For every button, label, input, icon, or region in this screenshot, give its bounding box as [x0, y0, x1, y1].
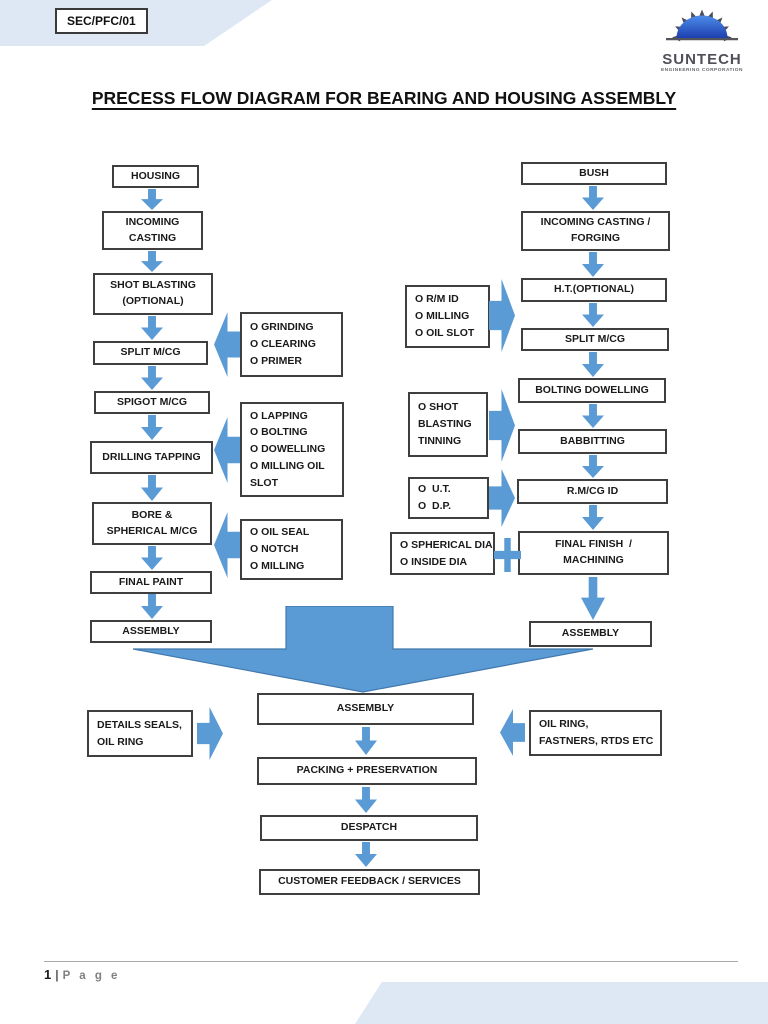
step-assembly-right: ASSEMBLY — [529, 621, 652, 647]
step-bolting-dowelling: BOLTING DOWELLING — [518, 378, 666, 403]
down-arrow-icon — [582, 455, 604, 478]
step-bush: BUSH — [521, 162, 667, 185]
down-arrow-icon — [141, 251, 163, 272]
step-split-mcg-left: SPLIT M/CG — [93, 341, 208, 365]
down-arrow-icon — [355, 727, 377, 755]
left-arrow-icon — [214, 417, 240, 483]
step-rmcg-id: R.M/CG ID — [517, 479, 668, 504]
step-incoming-casting: INCOMING CASTING — [102, 211, 203, 250]
down-arrow-icon — [355, 787, 377, 813]
bottom-right-band — [355, 982, 768, 1024]
step-assembly-left: ASSEMBLY — [90, 620, 212, 643]
page-word: P a g e — [62, 970, 121, 982]
right-arrow-icon — [489, 389, 515, 462]
note-details-seals-oil-ring: DETAILS SEALS, OIL RING — [87, 710, 193, 757]
sun-icon — [666, 9, 738, 42]
down-arrow-icon — [582, 252, 604, 277]
logo-brand-text: SUNTECH — [662, 51, 742, 68]
down-arrow-icon — [141, 316, 163, 340]
step-bore-spherical-mcg: BORE & SPHERICAL M/CG — [92, 502, 212, 545]
plus-connector-icon — [494, 538, 521, 572]
down-arrow-icon — [582, 505, 604, 530]
merge-arrow-icon — [133, 606, 593, 693]
step-incoming-casting-forging: INCOMING CASTING / FORGING — [521, 211, 670, 251]
note-oil-ring-fastners: OIL RING, FASTNERS, RTDS ETC — [529, 710, 662, 756]
down-arrow-icon — [141, 366, 163, 390]
step-packing-preservation: PACKING + PRESERVATION — [257, 757, 477, 785]
step-babbitting: BABBITTING — [518, 429, 667, 454]
step-drilling-tapping: DRILLING TAPPING — [90, 441, 213, 474]
step-despatch: DESPATCH — [260, 815, 478, 841]
down-arrow-icon — [141, 189, 163, 210]
note-rm-id-milling-oil-slot: O R/M ID O MILLING O OIL SLOT — [405, 285, 490, 348]
note-lapping-bolting-dowelling: O LAPPING O BOLTING O DOWELLING O MILLIN… — [240, 402, 344, 497]
doc-code-badge: SEC/PFC/01 — [55, 8, 148, 34]
note-ut-dp: O U.T. O D.P. — [408, 477, 489, 519]
note-spherical-inside-dia: O SPHERICAL DIA O INSIDE DIA — [390, 532, 495, 575]
note-grinding-clearing-primer: O GRINDING O CLEARING O PRIMER — [240, 312, 343, 377]
footer-divider — [44, 961, 738, 962]
left-arrow-icon — [214, 312, 240, 377]
right-arrow-icon — [197, 707, 223, 760]
right-arrow-icon — [489, 469, 515, 527]
down-arrow-icon — [582, 352, 604, 377]
step-ht-optional: H.T.(OPTIONAL) — [521, 278, 667, 302]
down-arrow-icon — [582, 404, 604, 428]
step-split-mcg-right: SPLIT M/CG — [521, 328, 669, 351]
step-housing: HOUSING — [112, 165, 199, 188]
left-arrow-icon — [500, 709, 525, 756]
down-arrow-icon — [355, 842, 377, 867]
down-arrow-icon — [582, 303, 604, 327]
step-shot-blasting: SHOT BLASTING (OPTIONAL) — [93, 273, 213, 315]
note-oil-seal-notch-milling: O OIL SEAL O NOTCH O MILLING — [240, 519, 343, 580]
page-footer: 1|P a g e — [44, 967, 120, 982]
step-assembly-main: ASSEMBLY — [257, 693, 474, 725]
down-arrow-icon — [141, 546, 163, 570]
step-final-paint: FINAL PAINT — [90, 571, 212, 594]
down-arrow-icon — [141, 475, 163, 501]
down-arrow-icon — [582, 186, 604, 210]
step-customer-feedback: CUSTOMER FEEDBACK / SERVICES — [259, 869, 480, 895]
footer-separator: | — [55, 968, 59, 982]
page-title: PRECESS FLOW DIAGRAM FOR BEARING AND HOU… — [91, 88, 677, 108]
step-final-finish-machining: FINAL FINISH / MACHINING — [518, 531, 669, 575]
logo-subtitle-text: ENGINEERING CORPORATION — [660, 68, 744, 73]
left-arrow-icon — [214, 512, 240, 578]
suntech-logo: SUNTECH ENGINEERING CORPORATION — [650, 8, 754, 73]
down-arrow-icon — [141, 415, 163, 440]
page-number: 1 — [44, 967, 52, 982]
right-arrow-icon — [489, 279, 515, 352]
step-spigot-mcg: SPIGOT M/CG — [94, 391, 210, 414]
note-shot-blasting-tinning: O SHOT BLASTING TINNING — [408, 392, 488, 457]
